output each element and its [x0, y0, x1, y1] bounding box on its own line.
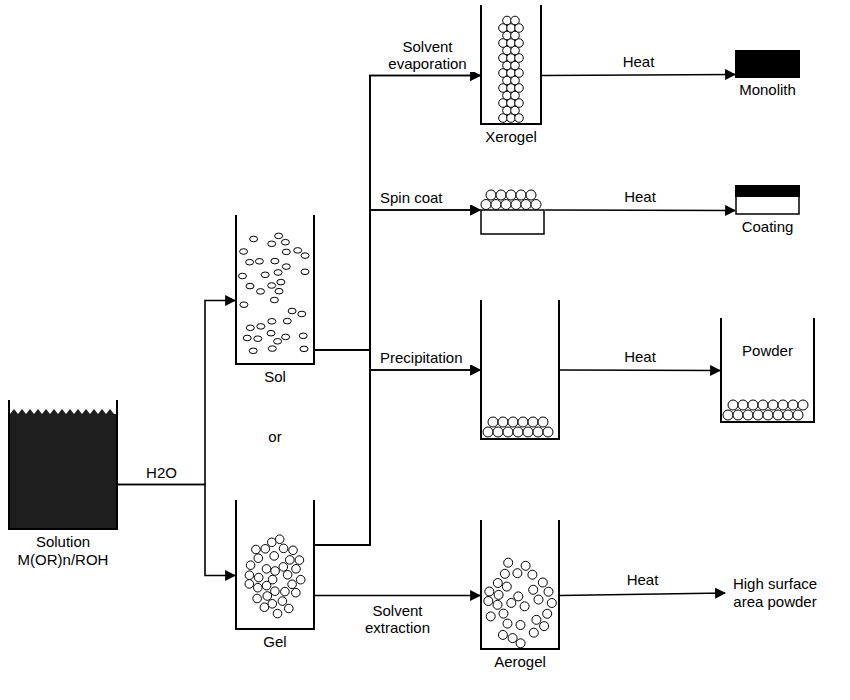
gel-beaker-drawing: [235, 500, 315, 630]
arrow-label: Solvent evaporation: [378, 38, 477, 72]
arrow-label: Solvent extraction: [351, 602, 445, 636]
node-label: High surface area powder: [725, 575, 825, 611]
xerogel-beaker: Xerogel: [480, 5, 542, 146]
node-label: Coating: [735, 218, 800, 236]
powder-beaker-drawing: [720, 318, 815, 423]
process-arrow: [118, 301, 235, 485]
process-arrow: [315, 370, 480, 545]
product-text-node: High surface area powder: [725, 575, 825, 611]
process-arrow: [315, 595, 480, 597]
process-arrow: [315, 210, 480, 350]
process-arrow: [315, 76, 480, 546]
arrow-label: Precipitation: [378, 349, 465, 366]
process-arrow: [545, 209, 735, 211]
process-arrow: [118, 485, 235, 576]
process-arrow: [315, 76, 480, 351]
node-label: Aerogel: [480, 653, 560, 671]
process-arrow: [560, 369, 720, 371]
process-arrow: [315, 350, 480, 370]
node-label: Gel: [235, 633, 315, 651]
solution-beaker: Solution M(OR)n/ROH: [8, 400, 118, 569]
arrow-label: Heat: [622, 348, 658, 365]
aerogel-beaker: Aerogel: [480, 520, 560, 671]
solution-beaker-drawing: [8, 400, 118, 530]
sol-beaker-drawing: [235, 215, 315, 365]
arrow-label: Spin coat: [378, 189, 445, 206]
aerogel-beaker-drawing: [480, 520, 560, 650]
powder-beaker: Powder: [720, 318, 815, 423]
monolith-block-drawing: [735, 50, 800, 78]
node-label: Monolith: [735, 81, 800, 99]
process-arrow: [315, 210, 480, 545]
gel-beaker: Gel: [235, 500, 315, 651]
process-arrow: [560, 593, 725, 596]
spin-coated-substrate-drawing: [480, 185, 545, 235]
arrow-label: H2O: [144, 464, 179, 481]
arrow-label: Heat: [621, 53, 657, 70]
arrow-label: Heat: [625, 571, 661, 588]
node-label: Sol: [235, 368, 315, 386]
xerogel-beaker-drawing: [480, 5, 542, 125]
spin-coated-substrate: [480, 185, 545, 235]
sol-beaker: Sol: [235, 215, 315, 386]
precipitate-beaker: [480, 300, 560, 440]
monolith-block: Monolith: [735, 50, 800, 99]
process-arrow: [542, 75, 735, 76]
node-label: Xerogel: [480, 128, 542, 146]
arrow-label: Heat: [622, 188, 658, 205]
coated-substrate-drawing: [735, 185, 800, 215]
coated-substrate: Coating: [735, 185, 800, 236]
precipitate-beaker-drawing: [480, 300, 560, 440]
node-label: Powder: [720, 342, 815, 360]
connective-word: or: [235, 428, 315, 446]
node-label: Solution M(OR)n/ROH: [8, 533, 118, 569]
